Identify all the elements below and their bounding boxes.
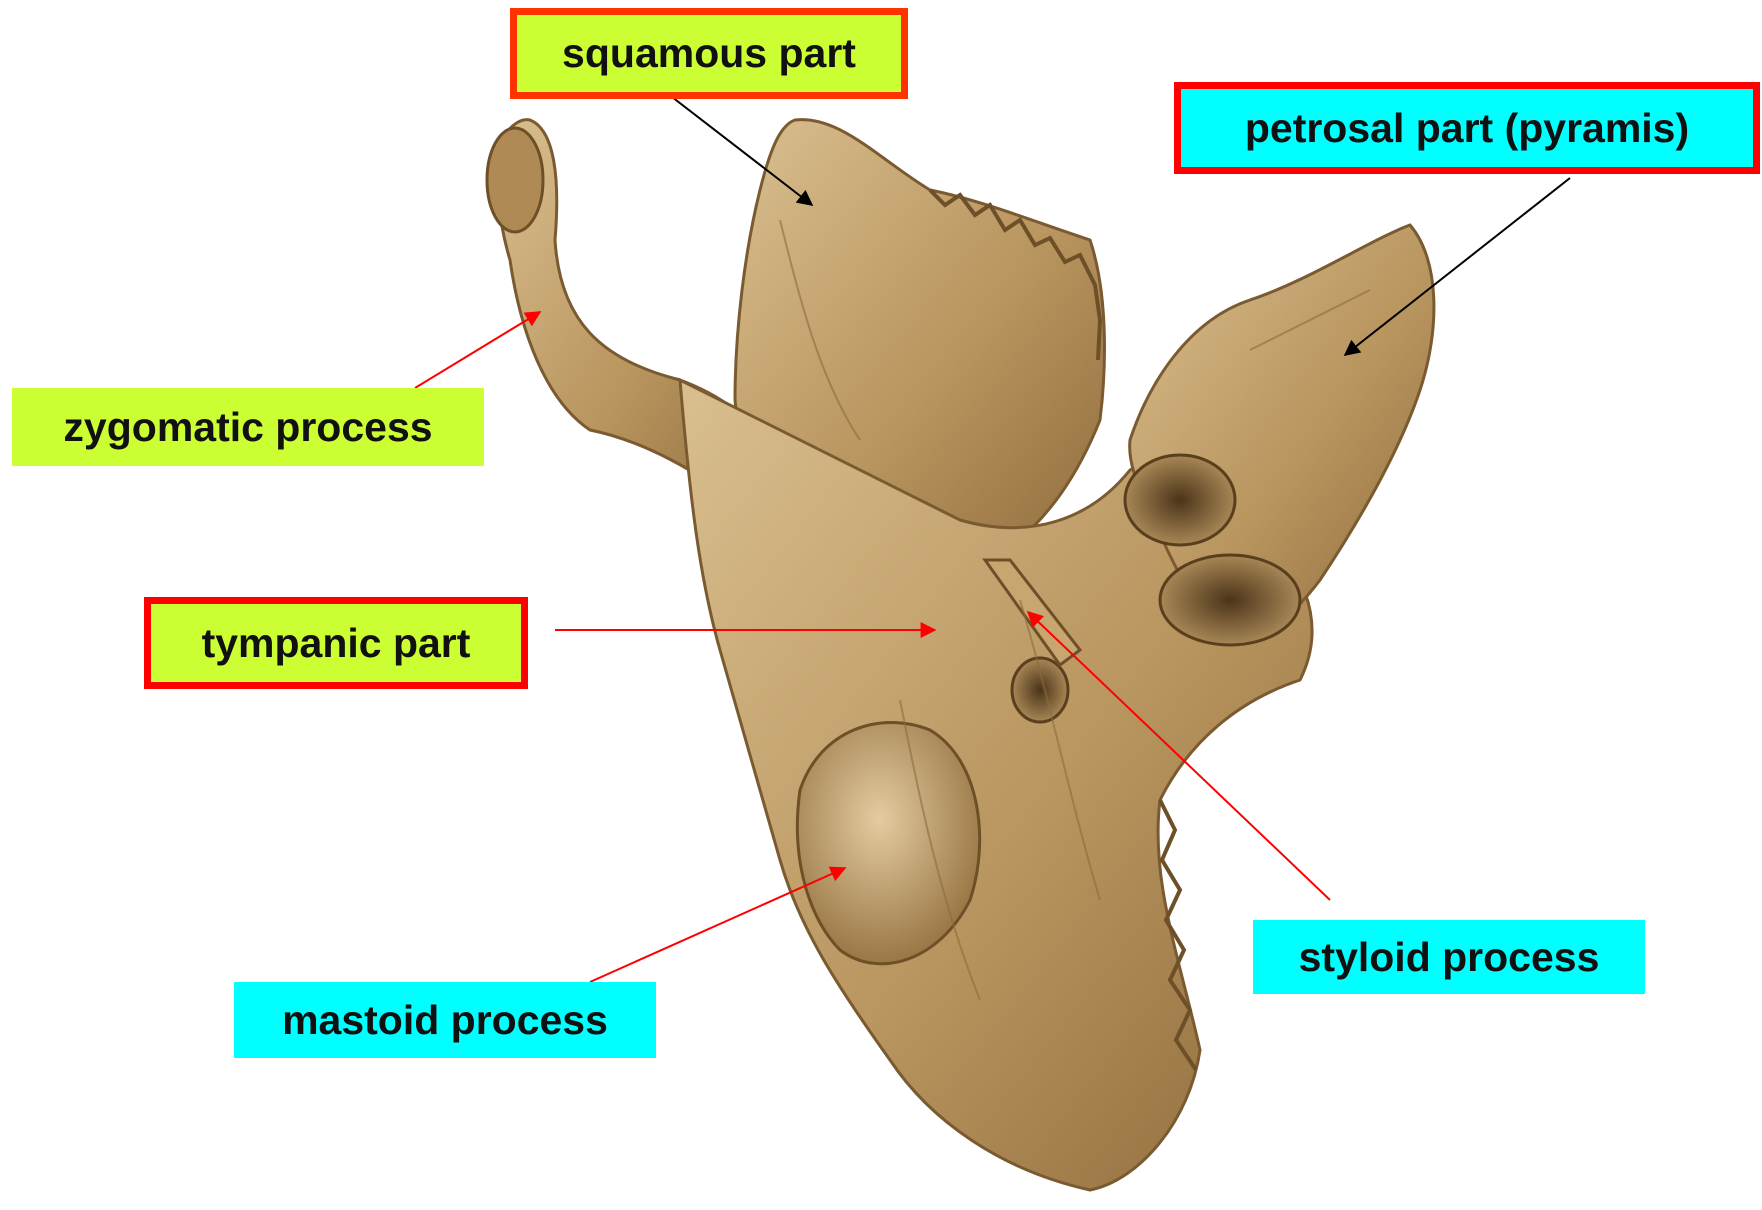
carotid-canal <box>1160 555 1300 645</box>
zygomatic-tip <box>487 128 543 232</box>
internal-canal-upper <box>1125 455 1235 545</box>
label-tympanic-part: tympanic part <box>144 597 528 689</box>
stylomastoid-foramen <box>1012 658 1068 722</box>
label-squamous-part: squamous part <box>510 8 908 99</box>
label-zygomatic-process: zygomatic process <box>12 388 484 466</box>
pointer-zygomatic <box>415 312 540 388</box>
label-mastoid-process: mastoid process <box>234 982 656 1058</box>
mastoid-process-shape <box>797 723 979 964</box>
label-styloid-process: styloid process <box>1253 920 1645 994</box>
label-petrosal-part: petrosal part (pyramis) <box>1174 82 1760 174</box>
